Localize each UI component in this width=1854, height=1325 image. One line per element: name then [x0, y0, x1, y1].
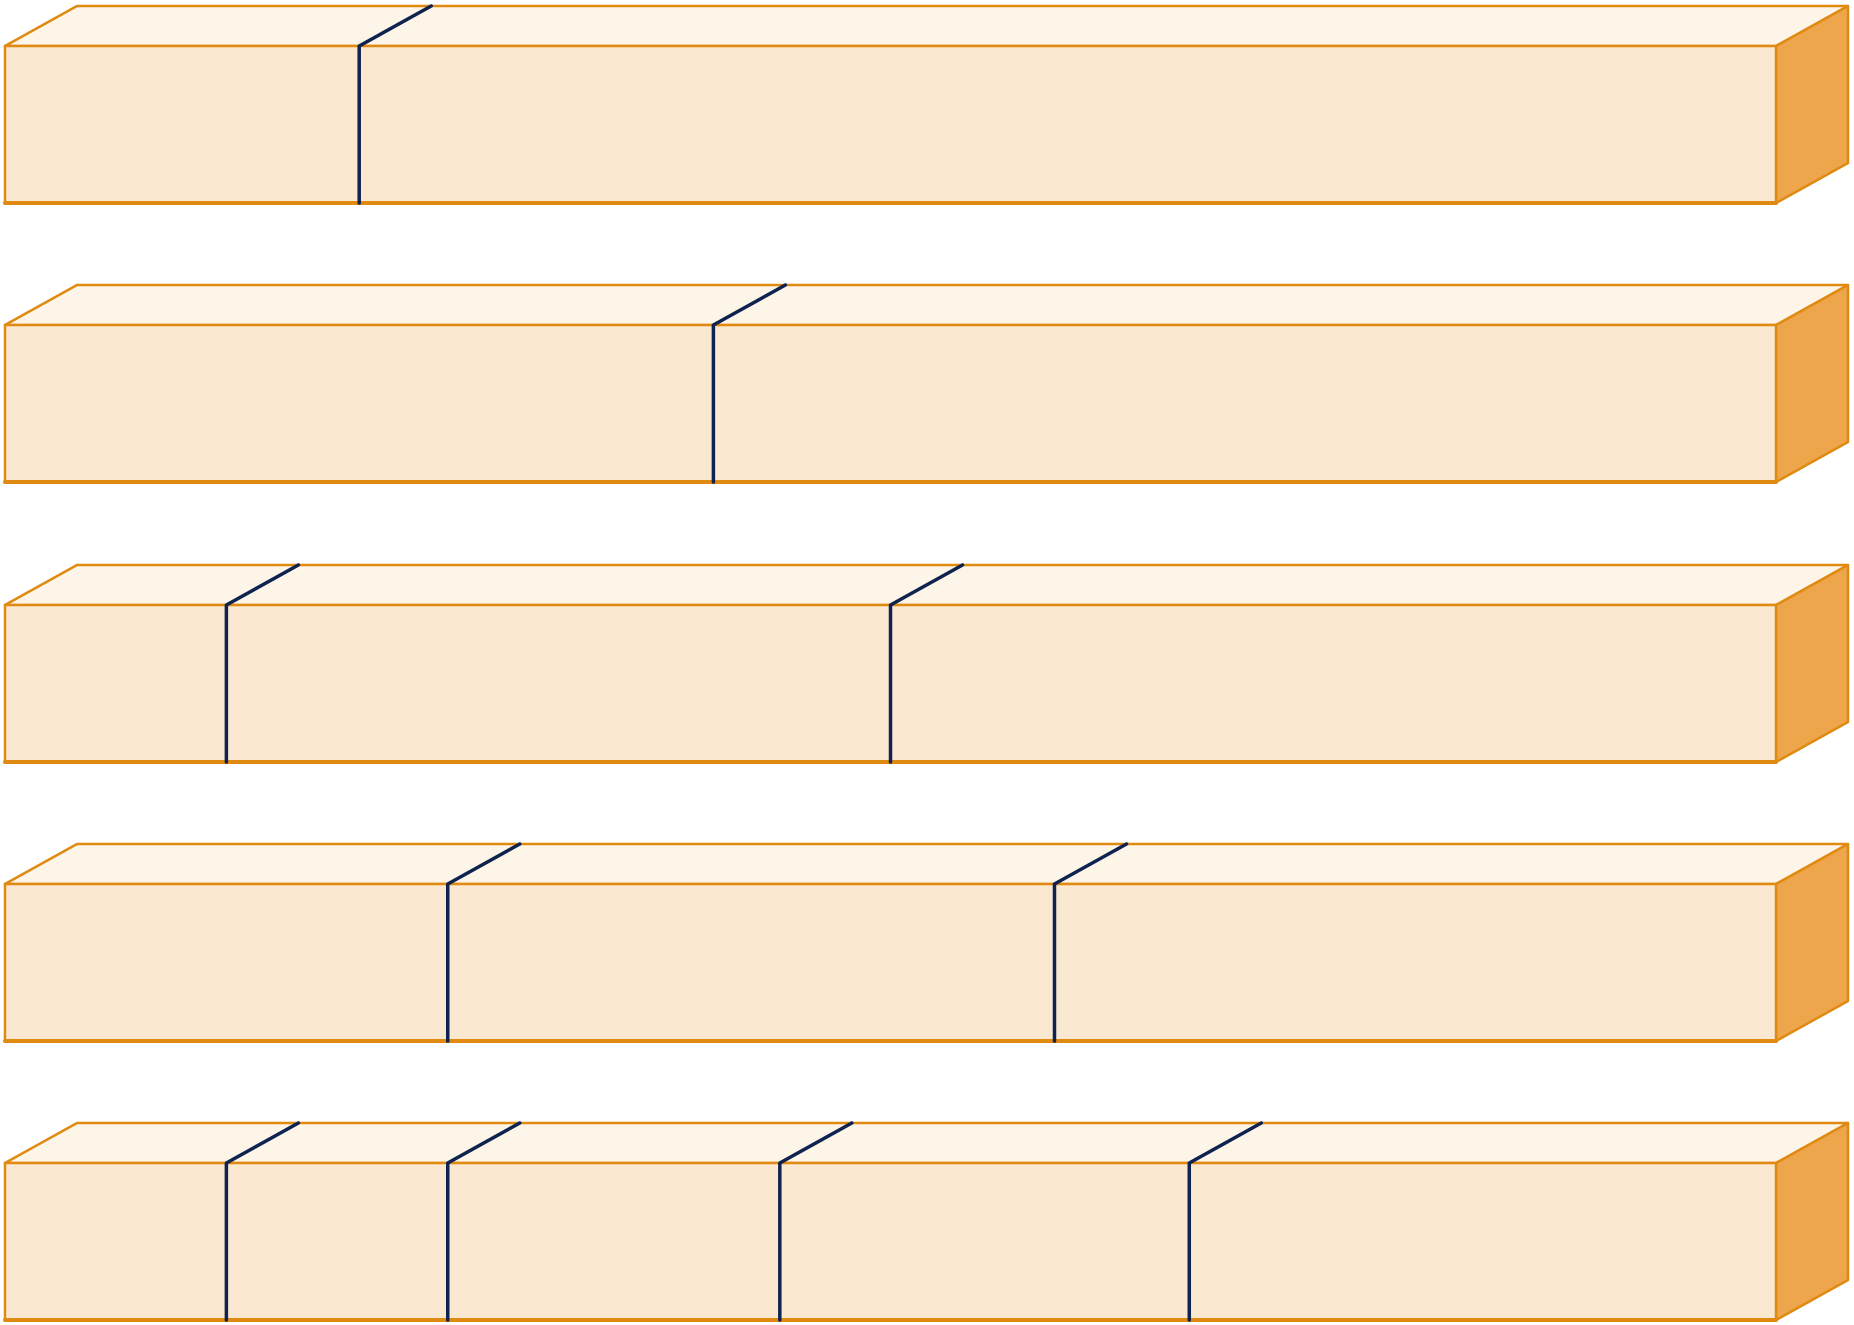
bar-cut-line	[446, 1121, 522, 1322]
bar-cut-line	[1187, 1121, 1264, 1322]
bar-cut-line	[888, 563, 965, 764]
bar-5	[3, 1121, 1850, 1322]
bar-front-face	[3, 1161, 1778, 1322]
bar-cut-line	[778, 1121, 854, 1322]
bar-top-face	[3, 4, 1850, 48]
bar-top-face	[3, 842, 1850, 886]
bar-front-face	[3, 323, 1778, 484]
bar-front-face	[3, 44, 1778, 205]
bar-cut-line	[446, 842, 522, 1043]
bar-cut-line	[224, 1121, 301, 1322]
bar-top-face	[3, 283, 1850, 327]
bar-top-face	[3, 1121, 1850, 1165]
bar-4	[3, 842, 1850, 1043]
bar-3	[3, 563, 1850, 764]
bar-1	[3, 4, 1850, 205]
bar-cut-line	[711, 283, 788, 484]
bar-cut-line	[1052, 842, 1129, 1043]
bar-2	[3, 283, 1850, 484]
bar-cut-line	[357, 4, 433, 205]
bar-front-face	[3, 882, 1778, 1043]
bar-cut-line	[224, 563, 301, 764]
